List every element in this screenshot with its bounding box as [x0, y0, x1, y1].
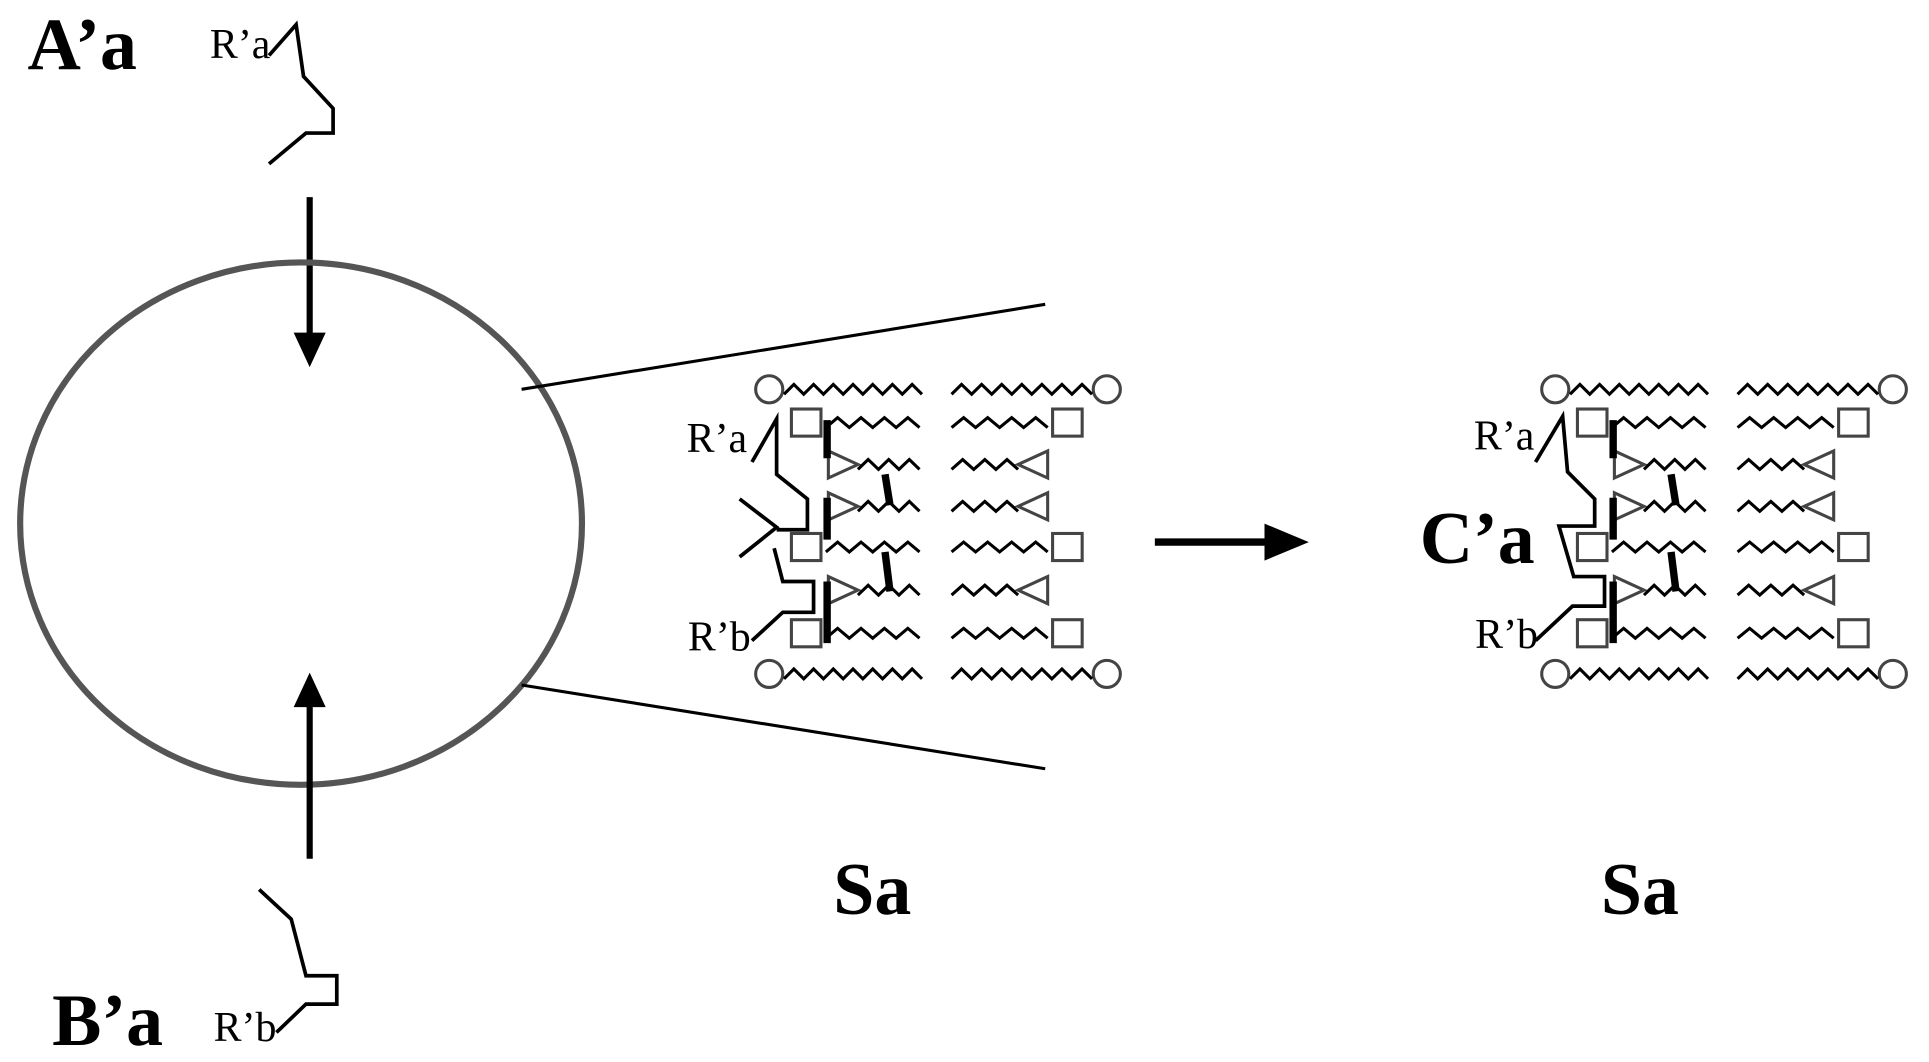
lipid-head-triangle [1612, 574, 1648, 607]
reaction-arrow [1154, 523, 1309, 561]
lipid-tail [1568, 382, 1710, 397]
hydrogen-bond-bar [881, 551, 894, 592]
reactant-a-group: A’a R’a [28, 3, 335, 166]
lipid-tail [950, 499, 1020, 514]
lipid-tail [1568, 666, 1710, 682]
lipid-head-square [1837, 618, 1870, 649]
hydrogen-bond-bar [881, 473, 894, 506]
lipid-tail [1610, 626, 1707, 641]
system-label-before: Sa [833, 848, 911, 930]
lipid-head-triangle [826, 448, 862, 481]
hydrogen-bond-bar [1667, 473, 1680, 506]
lipid-head-triangle [1612, 448, 1648, 481]
hydrogen-bond-bar [1667, 551, 1680, 592]
lipid-tail [1736, 540, 1835, 554]
reactant-b-chain [257, 888, 339, 1034]
zoom-line-bottom [521, 683, 1046, 771]
lipid-head-square [1575, 618, 1609, 649]
panel-before-substituent-b-label: R’b [688, 615, 751, 661]
lipid-head-square [1575, 531, 1609, 563]
lipid-tail [1736, 415, 1835, 430]
lipid-tail [824, 540, 921, 554]
lipid-tail [782, 666, 924, 682]
lipid-head-circle [1877, 374, 1908, 405]
lipid-head-triangle [826, 490, 862, 523]
lipid-tail [1736, 457, 1806, 472]
bilayer-panel-before [754, 374, 1122, 690]
lipid-tail [950, 626, 1049, 641]
lipid-tail [950, 457, 1020, 472]
lipid-head-circle [754, 658, 785, 690]
lipid-head-triangle [1800, 574, 1836, 607]
lipid-tail [824, 626, 921, 641]
reactant-a-chain [267, 20, 335, 166]
reactant-a-label: A’a [28, 3, 137, 85]
reactant-b-substituent-label: R’b [214, 1005, 277, 1051]
lipid-tail [1610, 415, 1707, 430]
panel-after-substituent-b-label: R’b [1475, 612, 1538, 658]
lipid-tail [950, 583, 1020, 598]
product-in-membrane [1533, 410, 1607, 643]
reactant-a-substituent-label: R’a [210, 22, 271, 68]
panel-before-substituent-a-label: R’a [687, 416, 748, 462]
lipid-head-square [789, 618, 823, 649]
lipid-tail [1736, 583, 1806, 598]
lipid-head-triangle [1800, 448, 1836, 481]
lipid-head-square [1051, 531, 1084, 563]
lipid-head-circle [1877, 658, 1908, 690]
arrow-down [293, 197, 326, 368]
lipid-tail [950, 666, 1094, 682]
zoom-line-top [521, 302, 1046, 391]
lipid-tail [824, 415, 921, 430]
reactant-b-group: B’a R’b [52, 888, 339, 1061]
bilayer-panel-after [1540, 374, 1908, 690]
lipid-head-circle [1091, 658, 1122, 690]
lipid-tail [950, 415, 1049, 430]
lipid-tail [856, 457, 921, 472]
vesicle [17, 259, 586, 788]
panel-after-substituent-a-label: R’a [1474, 414, 1535, 460]
lipid-head-triangle [1612, 490, 1648, 523]
lipid-tail [782, 382, 924, 397]
lipid-head-triangle [1014, 448, 1050, 481]
product-label: C’a [1420, 497, 1535, 579]
arrow-up [293, 672, 326, 859]
lipid-head-circle [754, 374, 785, 405]
lipid-head-square [1575, 407, 1609, 438]
lipid-head-triangle [1014, 574, 1050, 607]
lipid-tail [950, 382, 1094, 397]
lipid-head-square [1837, 531, 1870, 563]
lipid-head-square [789, 407, 823, 438]
lipid-head-circle [1540, 374, 1571, 405]
reactants-in-membrane [738, 411, 816, 643]
lipid-tail [1736, 499, 1806, 514]
lipid-head-square [1051, 618, 1084, 649]
lipid-tail [1736, 666, 1880, 682]
lipid-tail [1736, 626, 1835, 641]
lipid-tail [1736, 382, 1880, 397]
lipid-tail [1642, 457, 1707, 472]
lipid-head-square [1837, 407, 1870, 438]
lipid-head-triangle [826, 574, 862, 607]
lipid-tail [1610, 540, 1707, 554]
lipid-head-circle [1091, 374, 1122, 405]
lipid-tail [950, 540, 1049, 554]
reactant-b-label: B’a [52, 979, 163, 1061]
lipid-head-triangle [1014, 490, 1050, 523]
system-label-after: Sa [1601, 848, 1679, 930]
lipid-head-triangle [1800, 490, 1836, 523]
lipid-head-square [789, 531, 823, 563]
lipid-head-circle [1540, 658, 1571, 690]
lipid-head-square [1051, 407, 1084, 438]
